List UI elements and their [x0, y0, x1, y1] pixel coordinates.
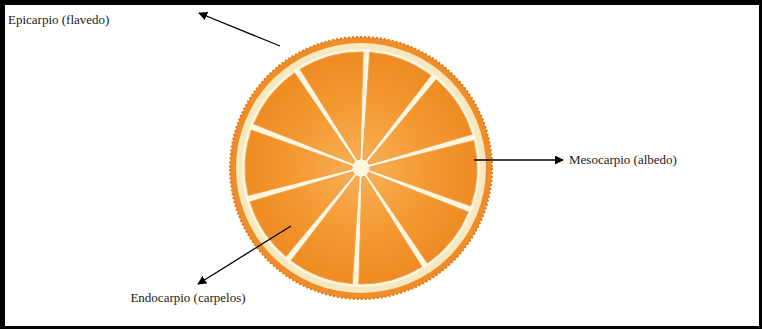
part-label: Epicarpio (flavedo) [8, 12, 109, 28]
carpel-segment [359, 176, 422, 284]
leader-arrow [474, 159, 563, 160]
fruit-core [354, 161, 368, 175]
rind-texture [230, 37, 492, 299]
leader-arrow [198, 226, 291, 284]
flavedo-rind [230, 37, 492, 299]
carpel-segments [245, 52, 477, 284]
leader-arrow [199, 13, 280, 46]
part-label: Mesocarpio (albedo) [569, 152, 677, 168]
segment-membrane [242, 49, 480, 287]
carpel-segment [300, 52, 363, 160]
part-label: Endocarpio (carpelos) [130, 290, 245, 306]
albedo-ring [236, 43, 486, 293]
